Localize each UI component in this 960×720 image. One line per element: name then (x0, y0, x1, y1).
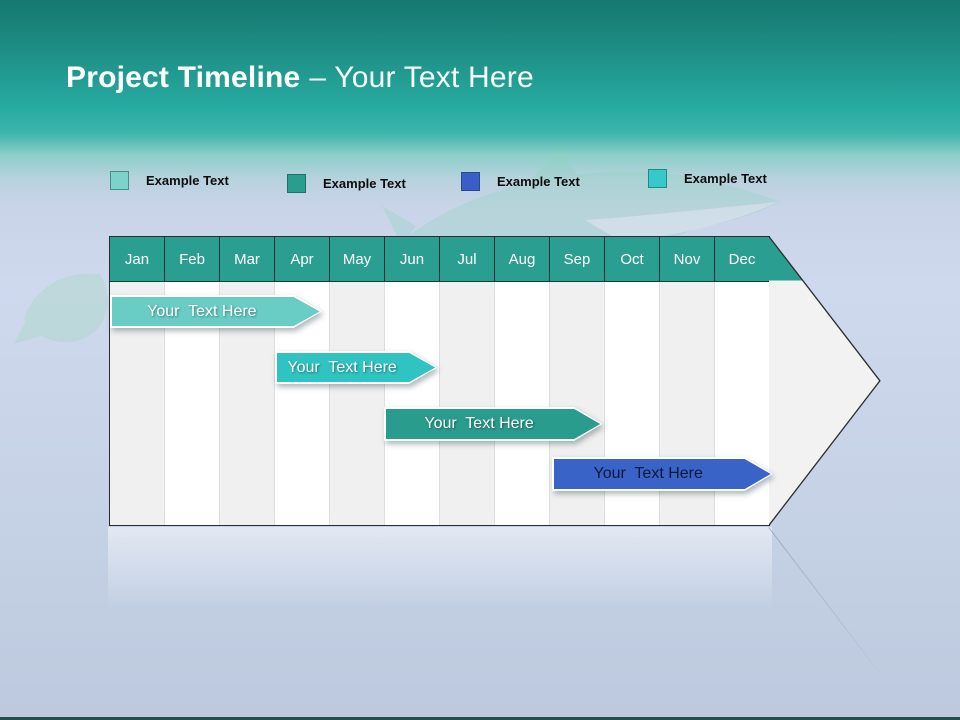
timeline-bar-4[interactable]: Your Text Here (552, 457, 773, 491)
legend-label: Example Text (146, 173, 229, 188)
month-cell-aug: Aug (495, 237, 550, 281)
slide-title[interactable]: Project Timeline– Your Text Here (66, 61, 534, 95)
bar-fill (112, 297, 320, 326)
legend-color-swatch (461, 172, 480, 191)
month-cell-feb: Feb (165, 237, 220, 281)
timeline-bar-3[interactable]: Your Text Here (384, 407, 602, 441)
legend-label: Example Text (684, 171, 767, 186)
legend-color-swatch (287, 174, 306, 193)
legend-item-3[interactable]: Example Text (461, 172, 580, 191)
month-cell-jan: Jan (110, 237, 165, 281)
bar-label: Your Text Here (593, 465, 703, 482)
arrow-tip (769, 236, 881, 526)
legend-label: Example Text (497, 174, 580, 189)
month-cell-may: May (330, 237, 385, 281)
month-cell-apr: Apr (275, 237, 330, 281)
month-cell-jun: Jun (385, 237, 440, 281)
month-cell-jul: Jul (440, 237, 495, 281)
bar-fill (386, 409, 600, 439)
legend-item-2[interactable]: Example Text (287, 174, 406, 193)
month-cell-dec: Dec (728, 250, 756, 268)
month-header-row: Jan Feb Mar Apr May Jun Jul Aug Sep Oct … (110, 237, 769, 282)
bar-label: Your Text Here (287, 358, 397, 376)
bar-fill (277, 353, 435, 382)
title-bold-text: Project Timeline (66, 61, 301, 94)
month-cell-nov: Nov (660, 237, 715, 281)
bottom-edge-strip (0, 717, 960, 720)
title-rest-text: – Your Text Here (309, 61, 534, 94)
timeline-bar-1[interactable]: Your Text Here (110, 295, 322, 328)
month-cell-oct: Oct (605, 237, 660, 281)
legend-color-swatch (648, 169, 667, 188)
gantt-table[interactable]: Jan Feb Mar Apr May Jun Jul Aug Sep Oct … (109, 236, 770, 526)
month-cell-mar: Mar (220, 237, 275, 281)
shark-watermark-small-icon (14, 273, 108, 344)
bar-label: Your Text Here (147, 302, 257, 320)
month-cell-sep: Sep (550, 237, 605, 281)
bar-label: Your Text Here (424, 415, 534, 432)
table-reflection-edge (768, 527, 880, 673)
table-reflection (108, 527, 772, 609)
timeline-bar-2[interactable]: Your Text Here (275, 351, 437, 384)
legend-label: Example Text (323, 176, 406, 191)
legend-item-1[interactable]: Example Text (110, 171, 229, 190)
legend-color-swatch (110, 171, 129, 190)
bar-fill (554, 459, 771, 489)
legend-item-4[interactable]: Example Text (648, 169, 767, 188)
